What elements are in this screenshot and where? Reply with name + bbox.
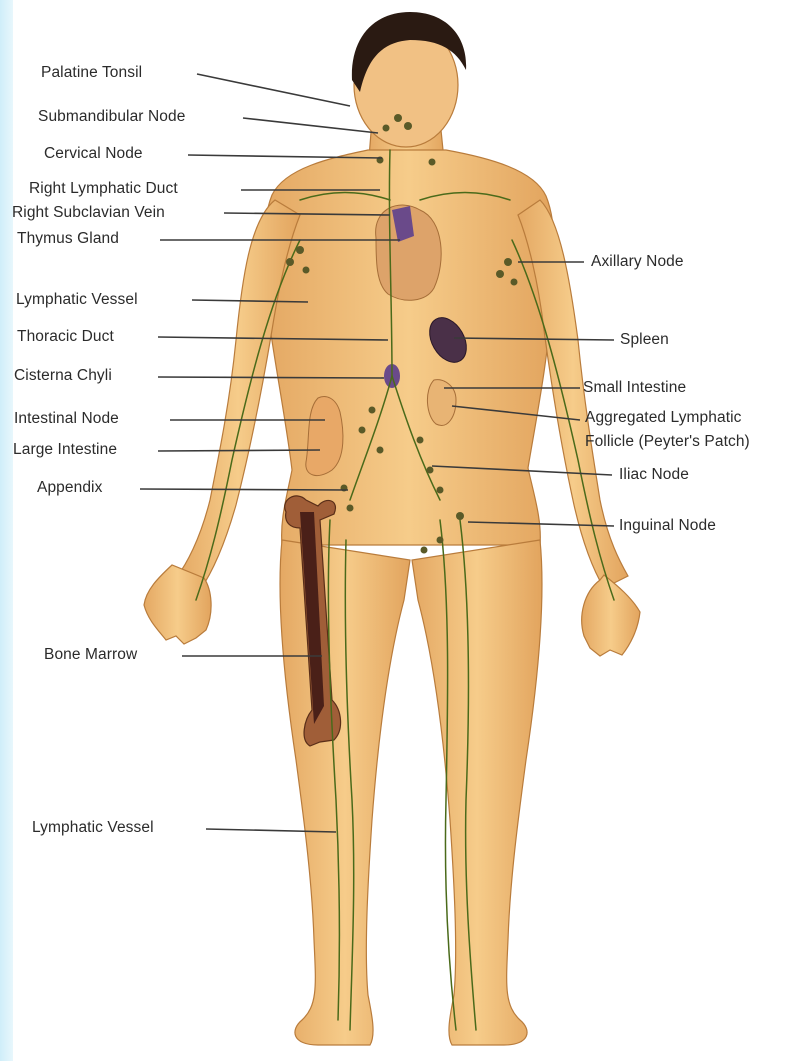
label-palatine-tonsil: Palatine Tonsil: [41, 64, 142, 82]
label-cervical-node: Cervical Node: [44, 145, 143, 163]
label-thymus-gland: Thymus Gland: [17, 230, 119, 248]
label-inguinal-node: Inguinal Node: [619, 517, 716, 535]
label-bone-marrow: Bone Marrow: [44, 646, 137, 664]
label-appendix: Appendix: [37, 479, 102, 497]
label-right-subclavian-vein: Right Subclavian Vein: [12, 204, 165, 222]
label-intestinal-node: Intestinal Node: [14, 410, 119, 428]
label-lymphatic-vessel-upper: Lymphatic Vessel: [16, 291, 138, 309]
label-follicle-peyters-patch: Follicle (Peyter's Patch): [585, 433, 750, 451]
label-thoracic-duct: Thoracic Duct: [17, 328, 114, 346]
thymus-heart: [376, 205, 442, 300]
label-large-intestine: Large Intestine: [13, 441, 117, 459]
label-iliac-node: Iliac Node: [619, 466, 689, 484]
label-submandibular-node: Submandibular Node: [38, 108, 185, 126]
label-right-lymphatic-duct: Right Lymphatic Duct: [29, 180, 178, 198]
label-small-intestine: Small Intestine: [583, 379, 686, 397]
label-lymphatic-vessel-lower: Lymphatic Vessel: [32, 819, 154, 837]
label-spleen: Spleen: [620, 331, 669, 349]
label-axillary-node: Axillary Node: [591, 253, 684, 271]
label-cisterna-chyli: Cisterna Chyli: [14, 367, 112, 385]
label-aggregated-lymphatic: Aggregated Lymphatic: [585, 409, 742, 427]
